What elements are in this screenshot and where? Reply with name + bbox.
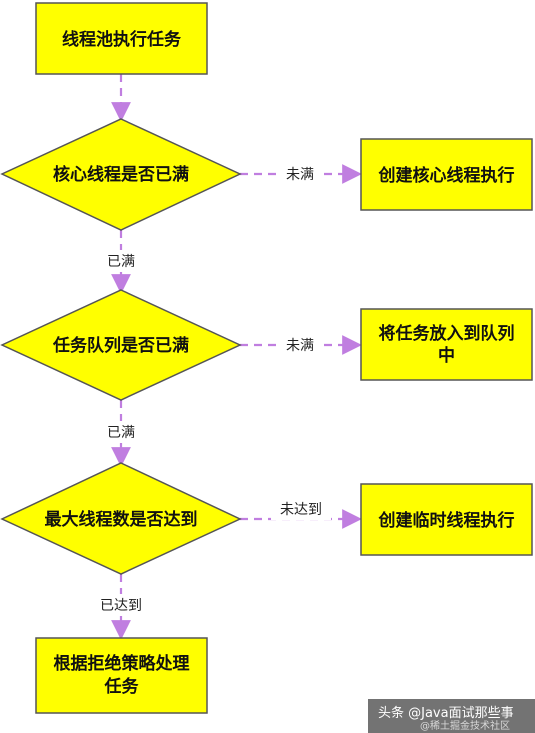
node-start-box bbox=[35, 2, 208, 75]
edge-label-core-not-full: 未满 bbox=[286, 167, 314, 183]
node-core-full-diamond bbox=[0, 118, 242, 231]
node-queue-full-label: 任务队列是否已满 bbox=[52, 335, 189, 356]
nodes: 线程池执行任务 核心线程是否已满 创建核心线程执行 任务队列是否已满 将任务放入… bbox=[0, 2, 533, 714]
edge-label-max-reached: 已达到 bbox=[100, 598, 142, 614]
node-start-label: 线程池执行任务 bbox=[62, 29, 182, 50]
edge-labels: 未满 已满 未满 已满 未达到 已达到 bbox=[91, 163, 331, 616]
edge-label-queue-not-full: 未满 bbox=[286, 338, 314, 354]
node-enqueue-box bbox=[360, 308, 533, 381]
node-create-temp-label: 创建临时线程执行 bbox=[378, 510, 515, 531]
node-reject-label: 根据拒绝策略处理任务 bbox=[53, 653, 190, 697]
node-reject-box bbox=[35, 637, 208, 714]
node-create-core-label: 创建核心线程执行 bbox=[378, 165, 515, 186]
node-create-core-box bbox=[360, 138, 533, 211]
watermark-sub: @稀土掘金技术社区 bbox=[420, 719, 510, 732]
edge-label-core-full: 已满 bbox=[107, 254, 135, 270]
watermark-text: 头条 @Java面试那些事 bbox=[378, 705, 514, 721]
node-max-reached-diamond bbox=[0, 462, 242, 575]
edge-label-queue-full: 已满 bbox=[107, 425, 135, 441]
node-queue-full-diamond bbox=[0, 289, 242, 401]
edge-label-max-not-reached: 未达到 bbox=[280, 502, 322, 518]
node-core-full-label: 核心线程是否已满 bbox=[53, 164, 189, 185]
node-create-temp-box bbox=[360, 483, 533, 556]
watermark: 头条 @Java面试那些事 @稀土掘金技术社区 bbox=[368, 699, 535, 733]
node-enqueue-label: 将任务放入到队列中 bbox=[378, 323, 515, 366]
node-max-reached-label: 最大线程数是否达到 bbox=[45, 509, 198, 530]
